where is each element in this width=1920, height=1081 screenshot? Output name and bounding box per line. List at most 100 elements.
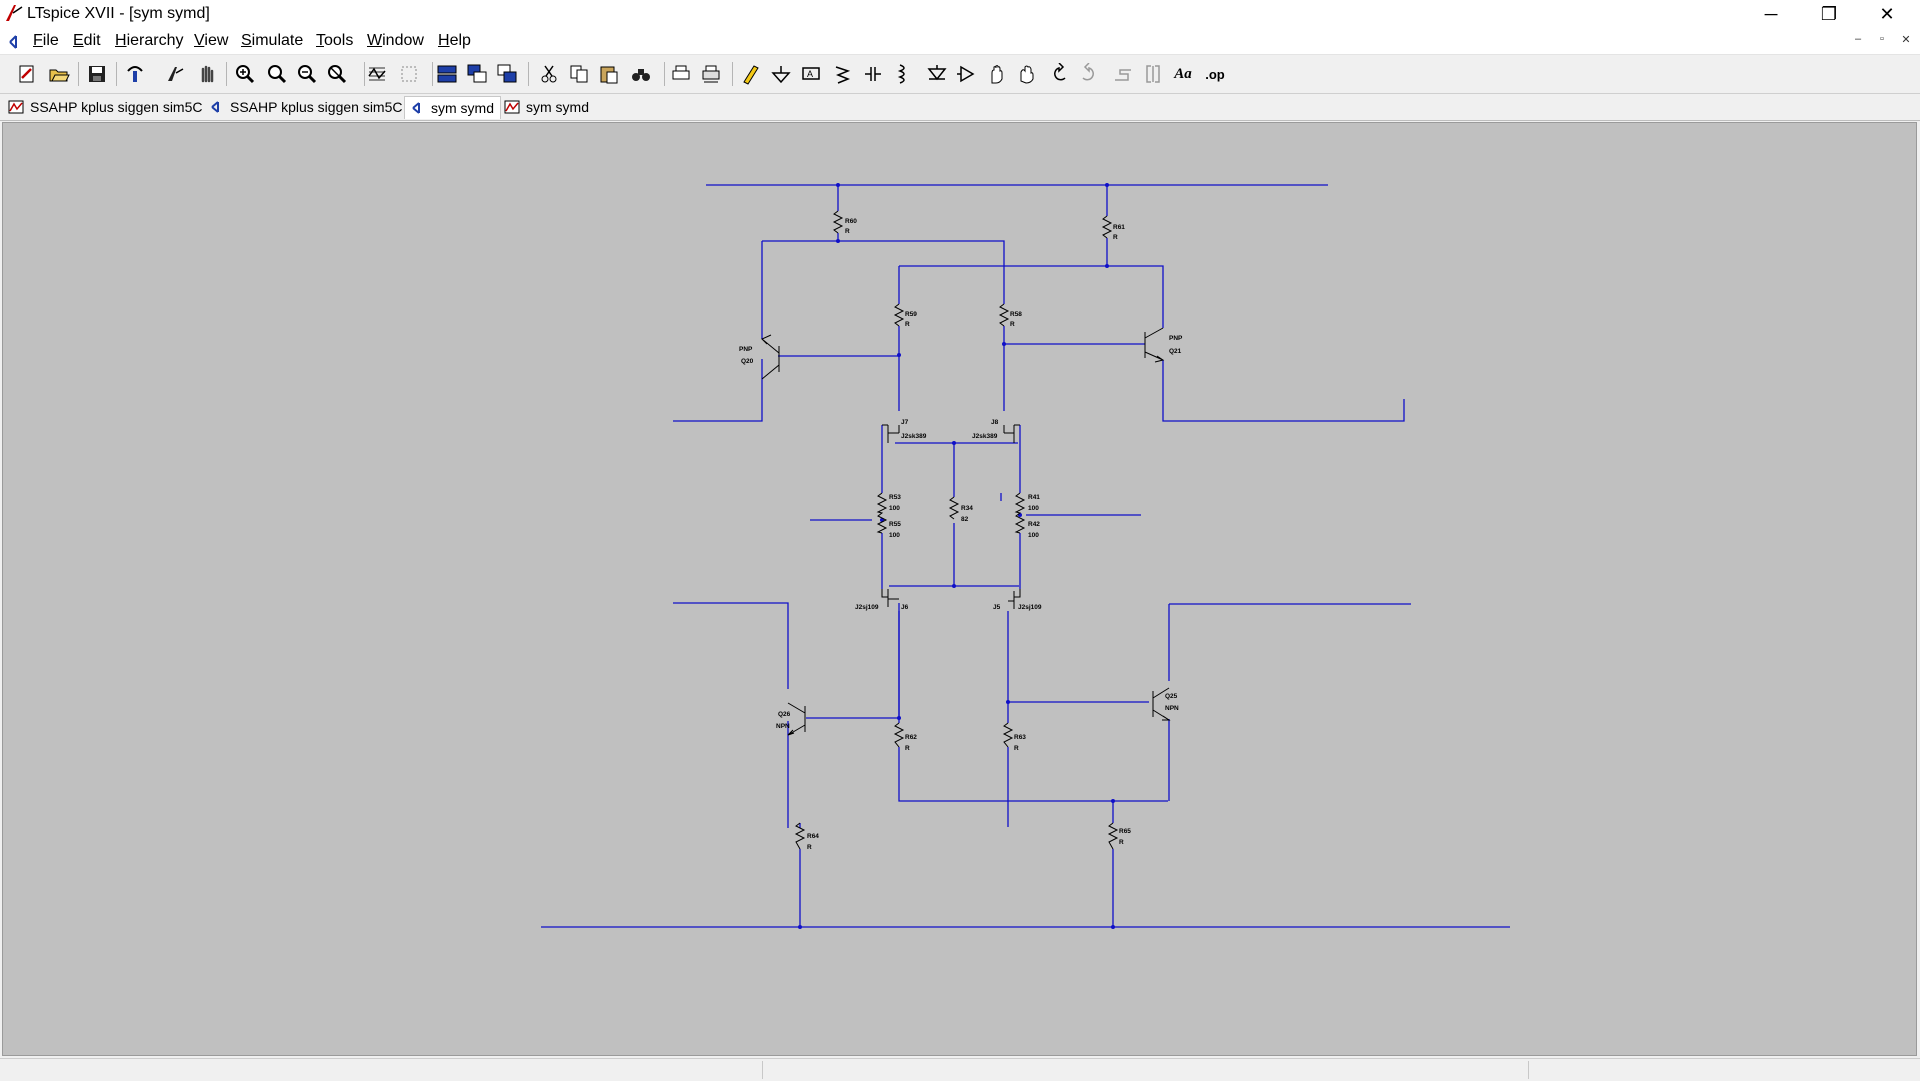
tile-horizontal-icon[interactable] (434, 62, 460, 86)
paste-icon[interactable] (596, 62, 622, 86)
autoscale-icon[interactable] (364, 62, 390, 86)
save-icon[interactable] (84, 62, 110, 86)
wires[interactable] (541, 184, 1510, 928)
close-button[interactable]: ✕ (1879, 4, 1895, 24)
new-schematic-icon[interactable] (14, 62, 40, 86)
mdi-minimize-button[interactable]: – (1854, 33, 1862, 45)
text-icon[interactable]: Aa (1174, 65, 1192, 82)
menu-tools[interactable]: Tools (316, 32, 354, 49)
window-title: LTspice XVII - [sym symd] (27, 5, 210, 22)
toolbar-separator (732, 62, 733, 86)
cascade-icon[interactable] (464, 62, 490, 86)
find-icon[interactable] (628, 62, 654, 86)
menu-bar: File Edit Hierarchy View Simulate Tools … (0, 29, 1920, 55)
label-r58-name: R58 (1010, 311, 1022, 318)
label-r41-name: R41 (1028, 494, 1040, 501)
component-icon[interactable] (954, 62, 980, 86)
zoom-fit-icon[interactable] (324, 62, 350, 86)
label-r53-name: R53 (889, 494, 901, 501)
menu-hierarchy[interactable]: Hierarchy (115, 32, 184, 49)
label-q21-type: PNP (1169, 335, 1183, 342)
zoom-in-icon[interactable] (232, 62, 258, 86)
tab-ssahp-waveform[interactable]: SSAHP kplus siggen sim5C (4, 96, 208, 118)
menu-file[interactable]: File (33, 32, 59, 49)
toolbar: A Aa .op (0, 55, 1920, 94)
schematic-canvas[interactable]: R60 R R61 R R59 R R58 R PNP Q20 PNP Q21 … (2, 122, 1917, 1056)
tab-bar: SSAHP kplus siggen sim5C SSAHP kplus sig… (0, 94, 1920, 121)
label-r63-name: R63 (1014, 734, 1026, 741)
halt-icon[interactable] (194, 62, 220, 86)
component-labels: R60 R R61 R R59 R R58 R PNP Q20 PNP Q21 … (739, 218, 1183, 851)
label-q26-name: Q26 (778, 711, 791, 718)
menu-window[interactable]: Window (367, 32, 424, 49)
label-q26-type: NPN (776, 723, 790, 730)
label-j7-value: J2sk389 (901, 433, 927, 440)
print-setup-icon[interactable] (698, 62, 724, 86)
zoom-out-icon[interactable] (294, 62, 320, 86)
label-net-icon[interactable]: A (798, 62, 824, 86)
cut-icon[interactable] (536, 62, 562, 86)
schematic-icon (211, 101, 219, 113)
tab-sym-symd-waveform[interactable]: sym symd (500, 96, 595, 118)
open-icon[interactable] (46, 62, 72, 86)
toolbar-separator (664, 62, 665, 86)
menu-edit[interactable]: Edit (73, 32, 101, 49)
drag-icon[interactable] (1014, 62, 1040, 86)
mdi-restore-button[interactable]: ▫ (1880, 33, 1884, 45)
label-r59-name: R59 (905, 311, 917, 318)
menu-simulate[interactable]: Simulate (241, 32, 304, 49)
copy-icon[interactable] (566, 62, 592, 86)
svg-text:A: A (807, 69, 813, 79)
label-q25-type: NPN (1165, 705, 1179, 712)
mark-unmark-icon[interactable] (396, 62, 422, 86)
toolbar-separator (116, 62, 117, 86)
label-r60-name: R60 (845, 218, 857, 225)
toolbar-separator (364, 62, 365, 86)
label-r55-value: 100 (889, 532, 900, 539)
run-icon[interactable] (162, 62, 188, 86)
capacitor-icon[interactable] (860, 62, 886, 86)
label-r58-value: R (1010, 321, 1015, 328)
rotate-icon[interactable] (1110, 62, 1136, 86)
spice-directive-icon[interactable]: .op (1205, 66, 1225, 82)
ltspice-app-icon[interactable] (4, 3, 24, 23)
label-j8-value: J2sk389 (972, 433, 998, 440)
schematic-icon (412, 102, 420, 114)
menu-view[interactable]: View (194, 32, 229, 49)
inductor-icon[interactable] (890, 62, 916, 86)
label-r65-value: R (1119, 839, 1124, 846)
label-r53-value: 100 (889, 505, 900, 512)
schematic-drawing[interactable]: R60 R R61 R R59 R R58 R PNP Q20 PNP Q21 … (3, 123, 1916, 1055)
restore-button[interactable]: ❐ (1820, 4, 1838, 24)
label-q20-type: PNP (739, 346, 753, 353)
print-icon[interactable] (668, 62, 694, 86)
control-panel-icon[interactable] (122, 62, 148, 86)
undo-icon[interactable] (1046, 62, 1072, 86)
toolbar-separator (432, 62, 433, 86)
tab-ssahp-schematic[interactable]: SSAHP kplus siggen sim5C (204, 96, 408, 118)
title-bar: LTspice XVII - [sym symd] ─ ❐ ✕ (0, 0, 1920, 29)
schematic-doc-icon[interactable] (6, 32, 26, 52)
menu-help[interactable]: Help (438, 32, 471, 49)
waveform-icon (504, 100, 520, 114)
components[interactable] (761, 210, 1171, 850)
redo-icon[interactable] (1076, 62, 1102, 86)
tile-vertical-icon[interactable] (494, 62, 520, 86)
ground-icon[interactable] (768, 62, 794, 86)
zoom-pan-icon[interactable] (264, 62, 290, 86)
mirror-icon[interactable] (1140, 62, 1166, 86)
tab-sym-symd-schematic[interactable]: sym symd (404, 96, 501, 119)
draw-wire-icon[interactable] (738, 62, 764, 86)
resistor-icon[interactable] (830, 62, 856, 86)
label-r34-name: R34 (961, 505, 973, 512)
label-q25-name: Q25 (1165, 693, 1178, 700)
label-j6-name: J6 (901, 604, 909, 611)
status-divider (1528, 1061, 1529, 1079)
label-j7-name: J7 (901, 419, 909, 426)
mdi-close-button[interactable]: ✕ (1901, 34, 1911, 46)
minimize-button[interactable]: ─ (1764, 4, 1778, 24)
status-divider (762, 1061, 763, 1079)
label-r62-name: R62 (905, 734, 917, 741)
move-icon[interactable] (984, 62, 1010, 86)
diode-icon[interactable] (924, 62, 950, 86)
